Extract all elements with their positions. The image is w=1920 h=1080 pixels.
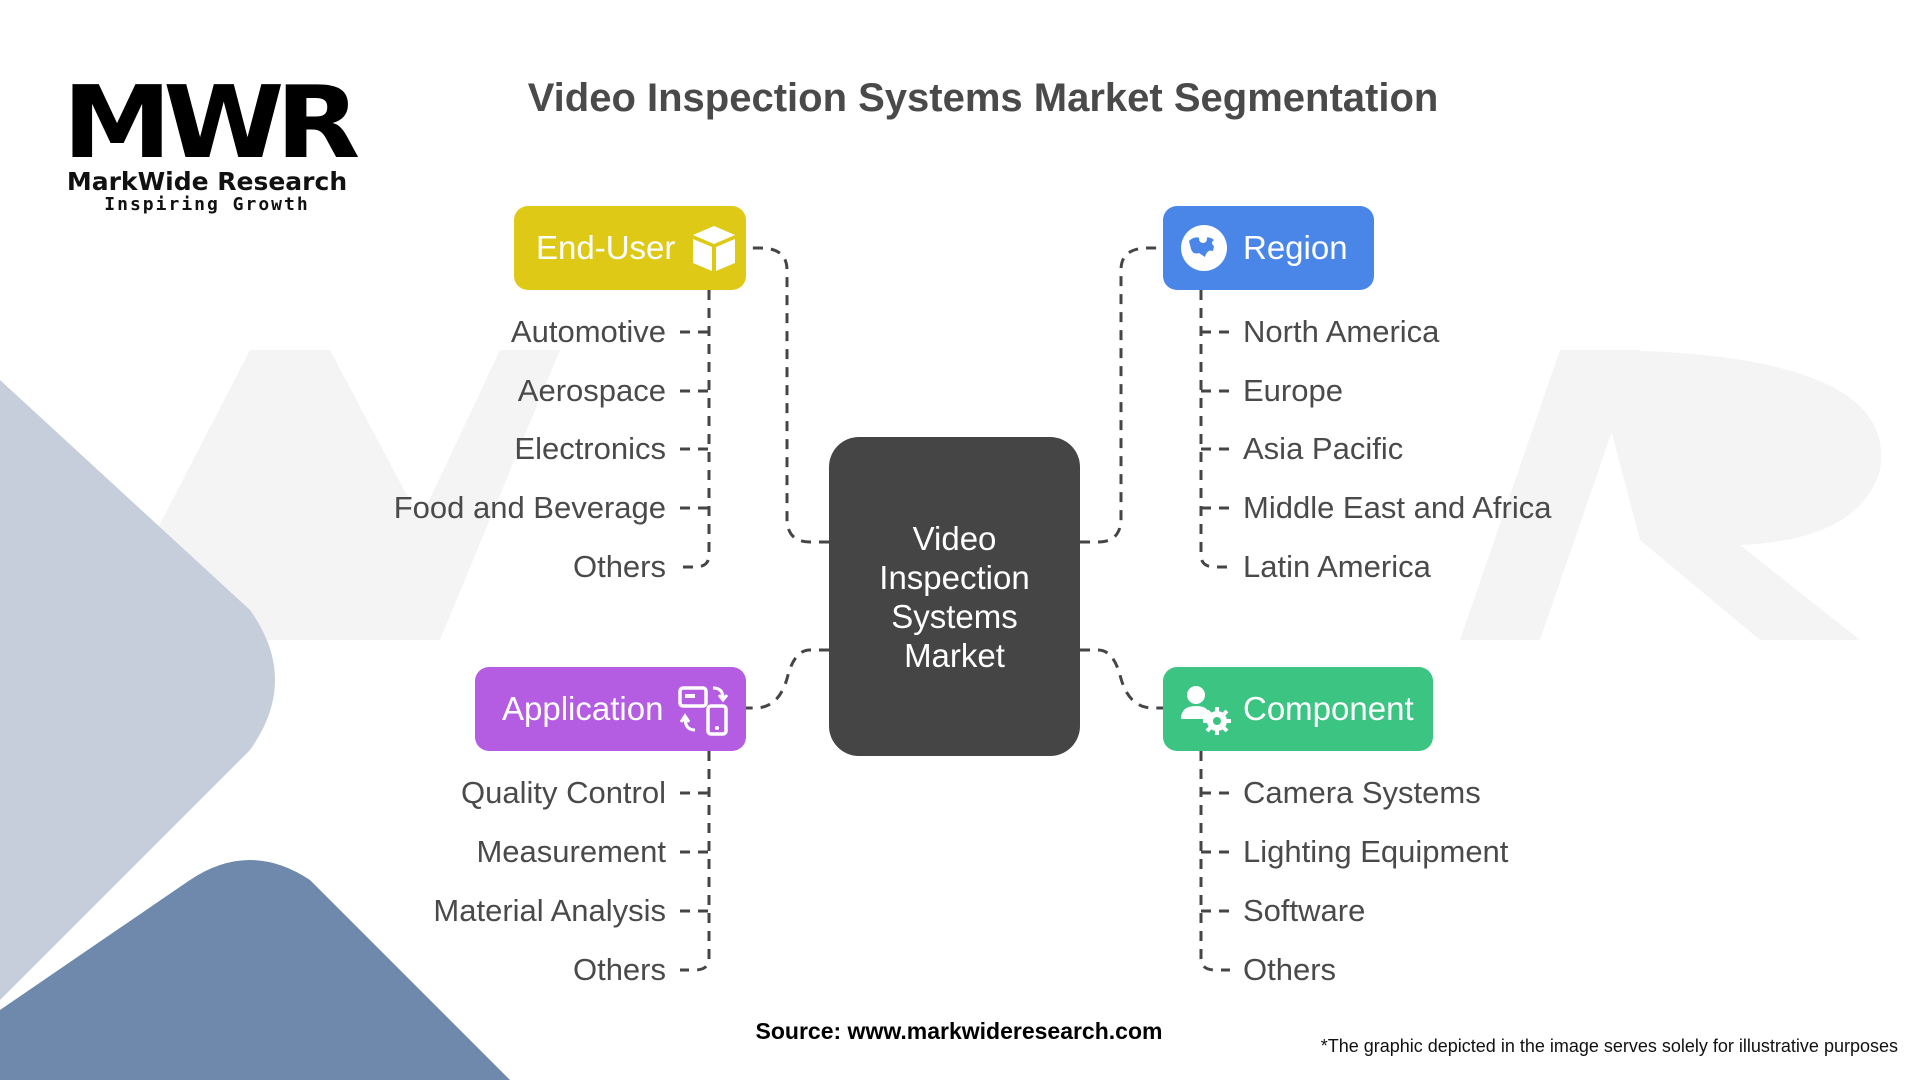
source-text: Source: www.markwideresearch.com	[755, 1018, 1163, 1044]
list-item: Others	[572, 549, 666, 584]
list-item: North America	[1243, 314, 1440, 349]
bg-shape-light	[0, 380, 275, 1000]
category-label: Application	[502, 690, 664, 727]
logo-tagline: Inspiring Growth	[104, 194, 310, 215]
center-node: Video Inspection Systems Market	[829, 437, 1080, 756]
list-item: Quality Control	[460, 775, 666, 810]
list-item: Material Analysis	[433, 893, 666, 928]
markwide-logo: MWR MarkWide Research Inspiring Growth	[62, 73, 360, 215]
cube-icon	[693, 226, 736, 271]
list-item: Camera Systems	[1243, 775, 1481, 810]
category-label: Region	[1243, 229, 1348, 266]
center-label: Video Inspection Systems Market	[879, 519, 1030, 674]
category-application: Application	[475, 667, 746, 751]
list-item: Electronics	[514, 431, 666, 466]
list-item: Aerospace	[517, 373, 666, 408]
category-component: Component	[1163, 667, 1433, 751]
globe-icon	[1181, 225, 1227, 271]
list-item: Lighting Equipment	[1243, 834, 1509, 869]
list-item: Food and Beverage	[393, 490, 666, 525]
list-item: Asia Pacific	[1243, 431, 1404, 466]
list-item: Automotive	[510, 314, 666, 349]
list-item: Others	[1243, 952, 1337, 987]
logo-mark: MWR	[62, 64, 360, 181]
connectors	[680, 246, 1230, 972]
list-item: Software	[1243, 893, 1366, 928]
category-end-user: End-User	[514, 206, 746, 290]
logo-name: MarkWide Research	[66, 167, 348, 196]
user-gear-icon	[1181, 686, 1231, 735]
bg-shape-dark	[0, 860, 510, 1080]
list-item: Middle East and Africa	[1243, 490, 1552, 525]
device-sync-icon	[678, 686, 729, 736]
page-title: Video Inspection Systems Market Segmenta…	[527, 76, 1439, 120]
list-item: Europe	[1243, 373, 1343, 408]
list-item: Measurement	[476, 834, 666, 869]
watermark-shapes	[100, 350, 1882, 640]
category-label: End-User	[536, 229, 676, 266]
list-item: Latin America	[1243, 549, 1431, 584]
category-region: Region	[1163, 206, 1374, 290]
footnote: *The graphic depicted in the image serve…	[1320, 1036, 1898, 1056]
list-item: Others	[572, 952, 666, 987]
category-label: Component	[1243, 690, 1414, 727]
